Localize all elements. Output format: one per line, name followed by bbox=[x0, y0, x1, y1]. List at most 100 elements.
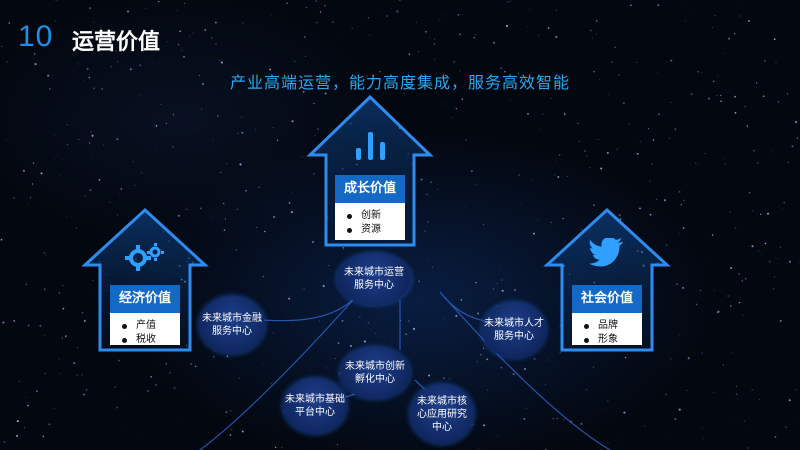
star-dot bbox=[66, 124, 68, 126]
star-dot bbox=[553, 174, 556, 176]
star-dot bbox=[263, 156, 265, 157]
node-talent: 未来城市人才服务中心 bbox=[482, 302, 546, 358]
star-dot bbox=[190, 363, 192, 365]
star-dot bbox=[428, 259, 429, 261]
star-dot bbox=[686, 390, 688, 392]
star-dot bbox=[155, 125, 158, 127]
star-dot bbox=[683, 199, 685, 202]
star-dot bbox=[269, 68, 271, 71]
star-dot bbox=[59, 372, 61, 374]
star-dot bbox=[523, 418, 526, 420]
star-dot bbox=[630, 4, 632, 7]
star-dot bbox=[773, 38, 776, 41]
node-research: 未来城市核心应用研究中心 bbox=[410, 384, 474, 444]
star-dot bbox=[556, 417, 559, 420]
star-dot bbox=[311, 240, 315, 244]
star-dot bbox=[396, 10, 399, 13]
star-dot bbox=[688, 357, 690, 359]
star-dot bbox=[433, 38, 435, 40]
star-dot bbox=[116, 406, 118, 409]
star-dot bbox=[28, 204, 30, 205]
star-dot bbox=[64, 335, 67, 338]
star-dot bbox=[539, 129, 541, 131]
star-dot bbox=[779, 246, 781, 248]
star-dot bbox=[367, 17, 369, 19]
star-dot bbox=[478, 448, 480, 449]
star-dot bbox=[670, 59, 673, 62]
star-dot bbox=[614, 46, 616, 48]
star-dot bbox=[98, 178, 101, 181]
star-dot bbox=[459, 13, 462, 16]
star-dot bbox=[552, 417, 554, 420]
star-dot bbox=[424, 30, 427, 33]
star-dot bbox=[45, 254, 47, 256]
star-dot bbox=[270, 14, 272, 16]
star-dot bbox=[520, 204, 522, 206]
star-dot bbox=[738, 273, 740, 275]
star-dot bbox=[177, 43, 180, 46]
star-dot bbox=[459, 70, 461, 72]
star-dot bbox=[305, 55, 306, 57]
star-dot bbox=[27, 324, 30, 327]
star-dot bbox=[317, 128, 319, 131]
star-dot bbox=[729, 211, 731, 213]
star-dot bbox=[628, 123, 630, 125]
node-incubation: 未来城市创新孵化中心 bbox=[340, 347, 410, 399]
star-dot bbox=[403, 93, 405, 95]
star-dot bbox=[757, 162, 759, 164]
star-dot bbox=[54, 407, 55, 409]
star-dot bbox=[224, 218, 226, 220]
star-dot bbox=[470, 170, 473, 173]
star-dot bbox=[263, 187, 265, 189]
star-dot bbox=[695, 162, 697, 164]
star-dot bbox=[739, 15, 741, 17]
star-dot bbox=[388, 79, 390, 81]
star-dot bbox=[442, 377, 445, 380]
star-dot bbox=[412, 327, 416, 330]
star-dot bbox=[262, 275, 265, 278]
star-dot bbox=[189, 36, 190, 38]
star-dot bbox=[755, 82, 758, 84]
star-dot bbox=[119, 194, 121, 196]
star-dot bbox=[482, 347, 485, 349]
star-dot bbox=[674, 418, 677, 420]
star-dot bbox=[16, 420, 19, 423]
star-dot bbox=[31, 183, 33, 185]
star-dot bbox=[264, 230, 266, 233]
star-dot bbox=[695, 303, 698, 306]
star-dot bbox=[553, 366, 555, 368]
star-dot bbox=[727, 295, 729, 297]
star-dot bbox=[708, 97, 710, 100]
star-dot bbox=[441, 103, 443, 105]
star-dot bbox=[469, 75, 470, 76]
star-dot bbox=[306, 7, 308, 9]
star-dot bbox=[315, 0, 317, 2]
star-dot bbox=[158, 0, 160, 3]
star-dot bbox=[704, 153, 705, 154]
star-dot bbox=[118, 359, 120, 362]
star-dot bbox=[608, 94, 610, 96]
star-dot bbox=[510, 99, 512, 101]
star-dot bbox=[722, 53, 724, 54]
star-dot bbox=[176, 9, 179, 12]
star-dot bbox=[233, 71, 234, 72]
star-dot bbox=[735, 393, 738, 396]
star-dot bbox=[368, 34, 371, 37]
star-dot bbox=[461, 98, 464, 100]
star-dot bbox=[784, 426, 787, 429]
star-dot bbox=[671, 359, 673, 361]
star-dot bbox=[331, 21, 334, 24]
star-dot bbox=[22, 169, 25, 172]
star-dot bbox=[90, 131, 92, 133]
star-dot bbox=[215, 43, 217, 45]
star-dot bbox=[580, 422, 583, 425]
star-dot bbox=[741, 280, 744, 282]
star-dot bbox=[420, 86, 423, 89]
star-dot bbox=[563, 418, 566, 421]
star-dot bbox=[786, 93, 789, 95]
star-dot bbox=[349, 344, 352, 348]
star-dot bbox=[555, 9, 557, 11]
star-dot bbox=[676, 283, 678, 285]
star-dot bbox=[408, 87, 411, 91]
star-dot bbox=[76, 374, 79, 377]
